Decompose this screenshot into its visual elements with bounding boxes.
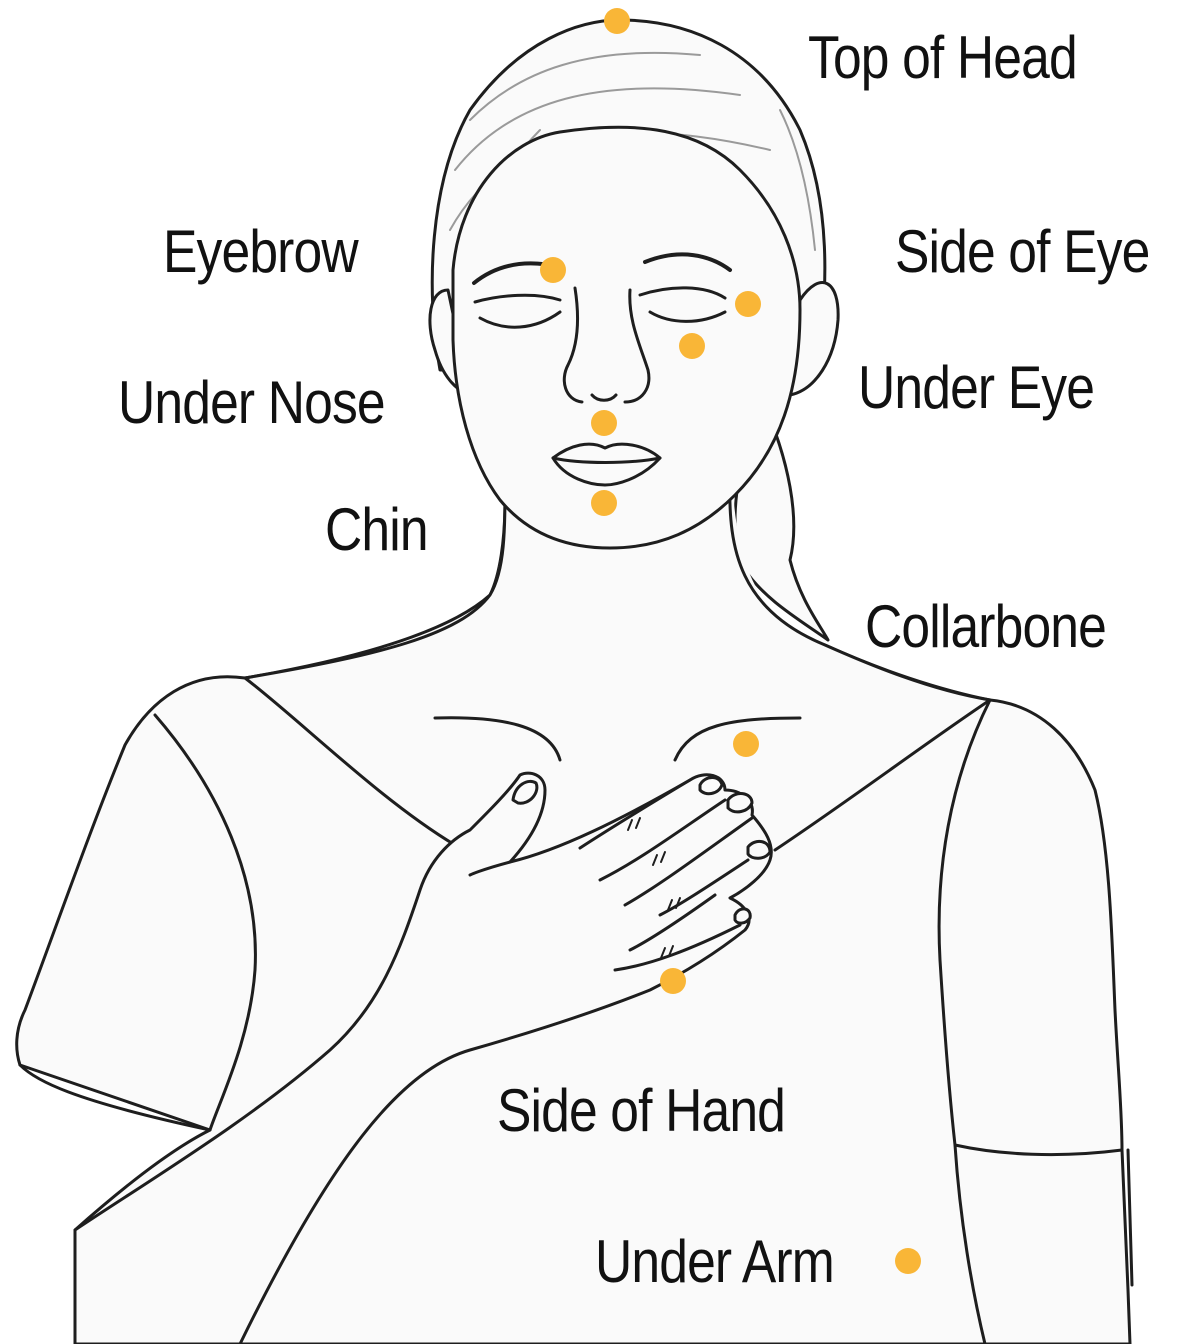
label-side-of-eye: Side of Eye: [895, 222, 1149, 282]
label-eyebrow: Eyebrow: [163, 222, 358, 282]
label-under-eye: Under Eye: [858, 358, 1094, 418]
point-eyebrow: [540, 257, 566, 283]
point-collarbone: [733, 731, 759, 757]
label-collarbone: Collarbone: [865, 597, 1106, 657]
label-under-nose: Under Nose: [118, 373, 385, 433]
label-top-of-head: Top of Head: [808, 28, 1077, 88]
label-side-of-hand: Side of Hand: [497, 1081, 785, 1141]
point-side-of-eye: [735, 291, 761, 317]
point-under-nose: [591, 410, 617, 436]
point-under-eye: [679, 333, 705, 359]
label-chin: Chin: [325, 500, 428, 560]
point-under-arm: [895, 1248, 921, 1274]
point-side-of-hand: [660, 968, 686, 994]
point-top-of-head: [604, 8, 630, 34]
point-chin: [591, 490, 617, 516]
label-under-arm: Under Arm: [595, 1232, 834, 1292]
